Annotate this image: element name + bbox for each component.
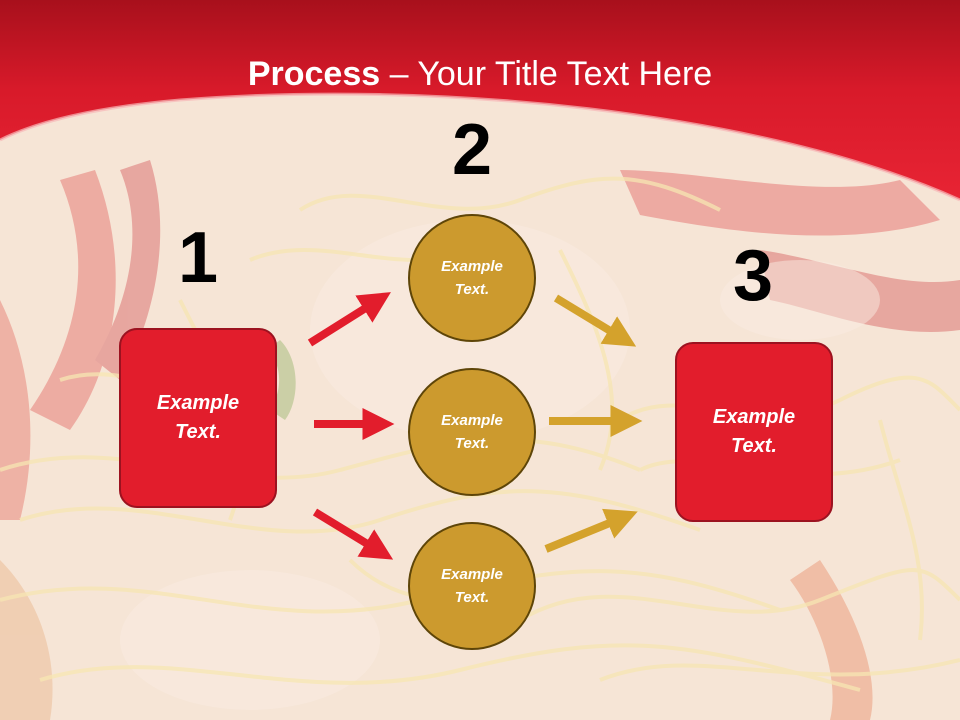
title-rest: – Your Title Text Here: [380, 55, 713, 93]
title-bold: Process: [247, 55, 381, 93]
step-number-2: 2: [451, 110, 493, 190]
arrow-1-to-2a: [307, 292, 391, 347]
step-2-circle-3: Example Text.: [408, 522, 536, 650]
step-2-circle-1: Example Text.: [408, 214, 536, 342]
circle-1-text: Example Text.: [441, 258, 503, 298]
arrow-2c-to-3: [544, 508, 638, 553]
slide-title: Process – Your Title Text Here: [0, 52, 960, 96]
step-1-text: Example Text.: [156, 392, 240, 443]
circle-2-text: Example Text.: [441, 412, 503, 452]
circle-3-text: Example Text.: [441, 566, 503, 606]
step-1-box: Example Text.: [119, 328, 277, 508]
step-number-3: 3: [732, 236, 774, 316]
arrow-1-to-2c: [312, 508, 394, 560]
step-3-text: Example Text.: [712, 406, 796, 457]
arrow-2a-to-3: [553, 294, 637, 347]
step-number-1: 1: [177, 218, 219, 298]
step-2-circle-2: Example Text.: [408, 368, 536, 496]
step-3-box: Example Text.: [675, 342, 833, 522]
